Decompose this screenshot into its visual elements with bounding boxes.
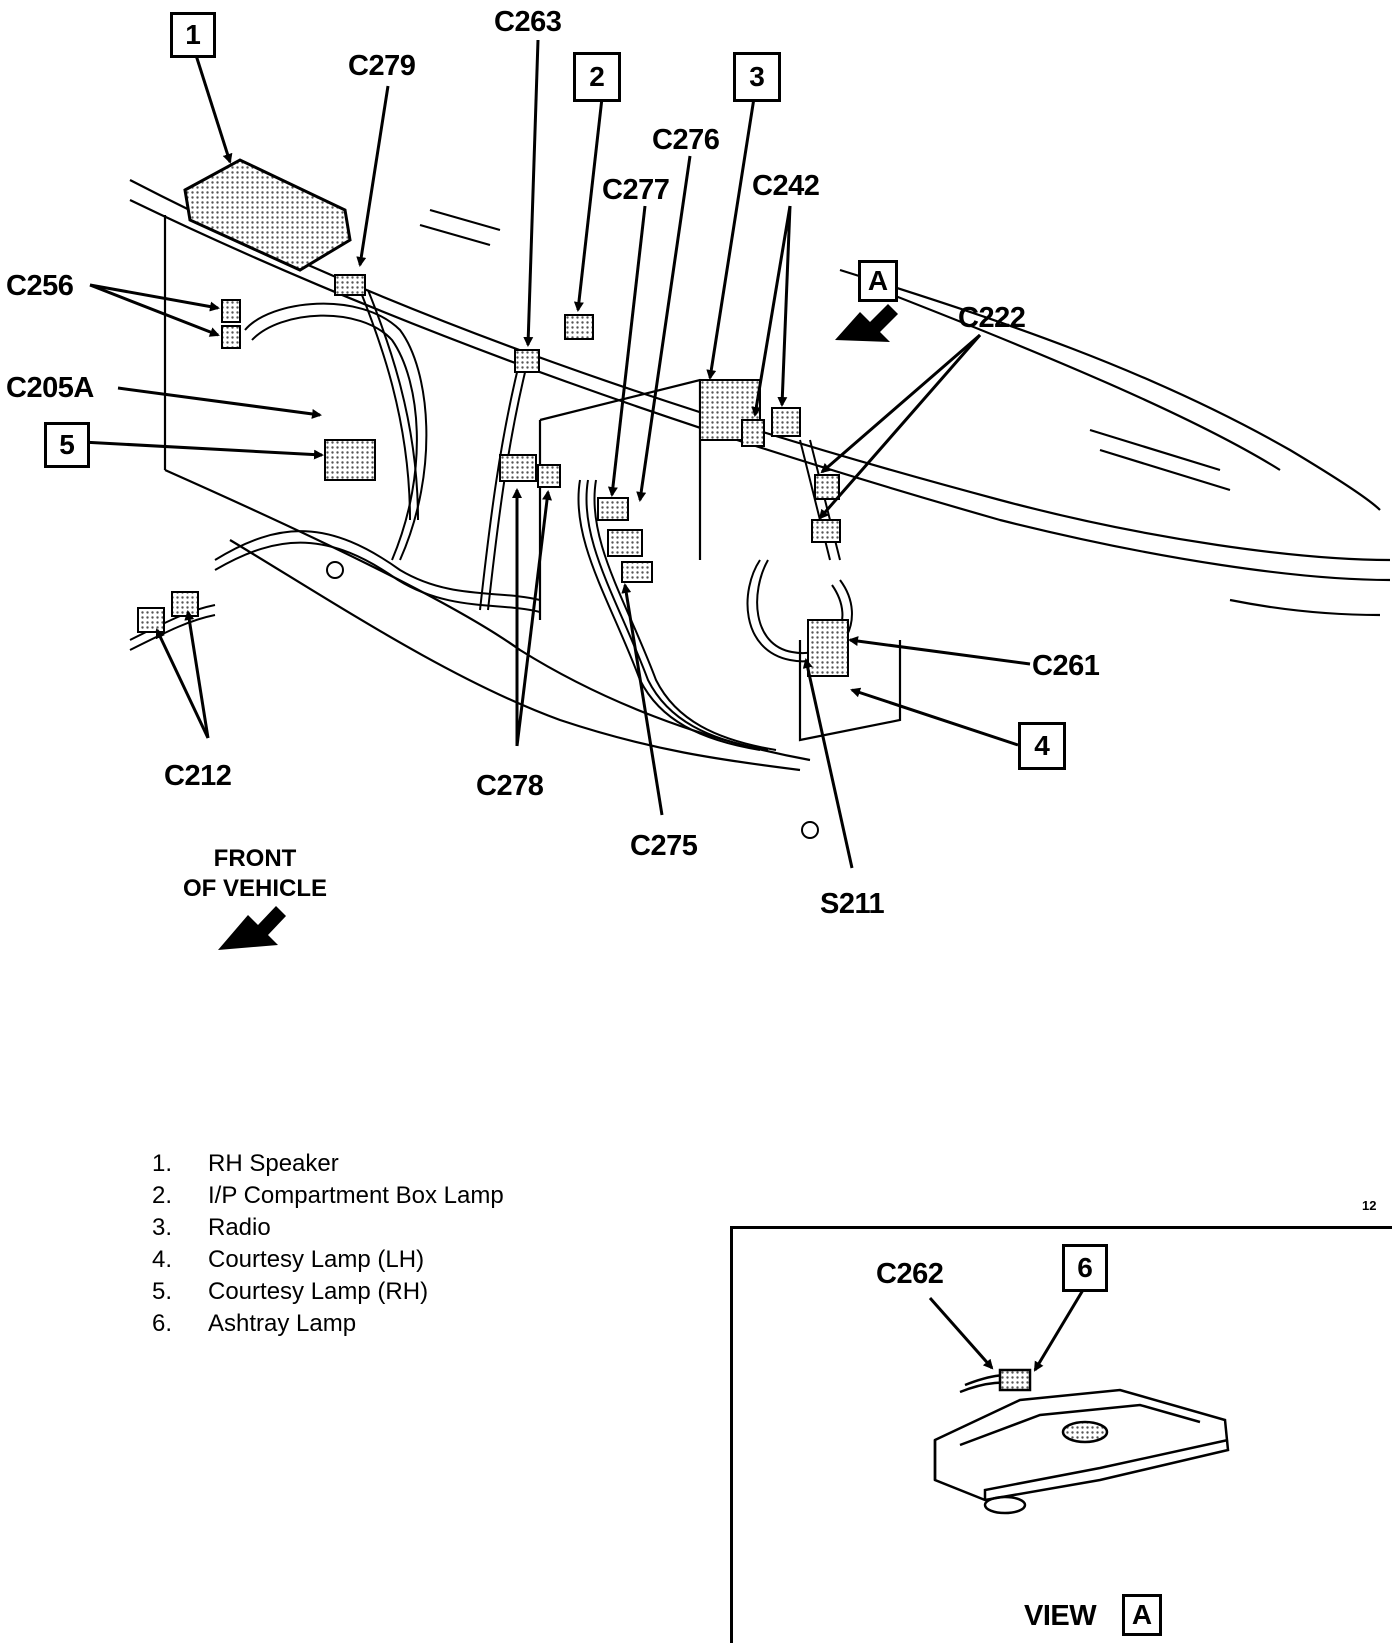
callout-box-2-text: 2 xyxy=(589,61,605,92)
legend-number: 2. xyxy=(152,1182,173,1209)
label-s211: S211 xyxy=(820,888,885,920)
callout-box-3-text: 3 xyxy=(749,61,765,92)
legend-number: 5. xyxy=(152,1278,173,1305)
callout-box-4-text: 4 xyxy=(1034,730,1050,761)
label-c278: C278 xyxy=(476,770,544,802)
label-c205a: C205A xyxy=(6,372,94,404)
callout-box-2: 2 xyxy=(573,52,621,102)
legend-item: 4. Courtesy Lamp (LH) xyxy=(152,1246,504,1278)
label-c277: C277 xyxy=(602,174,670,206)
legend-number: 6. xyxy=(152,1310,173,1337)
front-of-vehicle-note: FRONT OF VEHICLE xyxy=(165,844,345,904)
label-c262: C262 xyxy=(876,1258,944,1290)
connectors xyxy=(137,274,849,839)
legend-number: 4. xyxy=(152,1246,173,1273)
legend-item: 5. Courtesy Lamp (RH) xyxy=(152,1278,504,1310)
label-c222: C222 xyxy=(958,302,1026,334)
label-c242: C242 xyxy=(752,170,820,202)
rh-speaker xyxy=(183,158,352,272)
direction-arrows xyxy=(218,304,898,950)
view-a-frame xyxy=(730,1226,1392,1643)
callout-box-1: 1 xyxy=(170,12,216,58)
legend-item: 1. RH Speaker xyxy=(152,1150,504,1182)
callout-box-1-text: 1 xyxy=(185,19,201,50)
view-a-label: VIEW xyxy=(1024,1600,1097,1632)
view-a-reference-box: A xyxy=(858,260,898,302)
label-c212: C212 xyxy=(164,760,232,792)
legend-text: Radio xyxy=(208,1214,271,1241)
wire-harness xyxy=(129,289,853,751)
legend-text: RH Speaker xyxy=(208,1150,339,1177)
label-c279: C279 xyxy=(348,50,416,82)
ashtray-sketch xyxy=(933,1368,1230,1515)
legend-item: 2. I/P Compartment Box Lamp xyxy=(152,1182,504,1214)
label-c261: C261 xyxy=(1032,650,1100,682)
callout-box-6: 6 xyxy=(1062,1244,1108,1292)
legend-text: Courtesy Lamp (LH) xyxy=(208,1246,425,1273)
legend-text: Courtesy Lamp (RH) xyxy=(208,1278,429,1305)
legend-item: 6. Ashtray Lamp xyxy=(152,1310,504,1342)
legend-text: Ashtray Lamp xyxy=(208,1310,357,1337)
legend-list: 1.RH Speaker 2.I/P Compartment Box Lamp … xyxy=(152,1150,504,1342)
label-c276: C276 xyxy=(652,124,720,156)
legend-text: I/P Compartment Box Lamp xyxy=(208,1182,504,1209)
legend-item: 3. Radio xyxy=(152,1214,504,1246)
legend-number: 3. xyxy=(152,1214,173,1241)
label-c256: C256 xyxy=(6,270,74,302)
label-c263: C263 xyxy=(494,6,562,38)
callout-box-5-text: 5 xyxy=(59,429,75,460)
view-a-box-text: A xyxy=(1131,1599,1153,1630)
corner-code: 12 xyxy=(1362,1198,1377,1213)
callout-box-3: 3 xyxy=(733,52,781,102)
callout-box-4: 4 xyxy=(1018,722,1066,770)
leader-arrows xyxy=(81,39,1085,1372)
legend-number: 1. xyxy=(152,1150,173,1177)
view-a-reference-text: A xyxy=(867,265,889,296)
callout-box-5: 5 xyxy=(44,422,90,468)
label-c275: C275 xyxy=(630,830,698,862)
front-line-1: FRONT xyxy=(213,845,297,872)
dash-outline xyxy=(129,179,1391,772)
view-a-box: A xyxy=(1122,1594,1162,1636)
callout-box-6-text: 6 xyxy=(1077,1252,1093,1283)
front-line-2: OF VEHICLE xyxy=(182,875,327,902)
